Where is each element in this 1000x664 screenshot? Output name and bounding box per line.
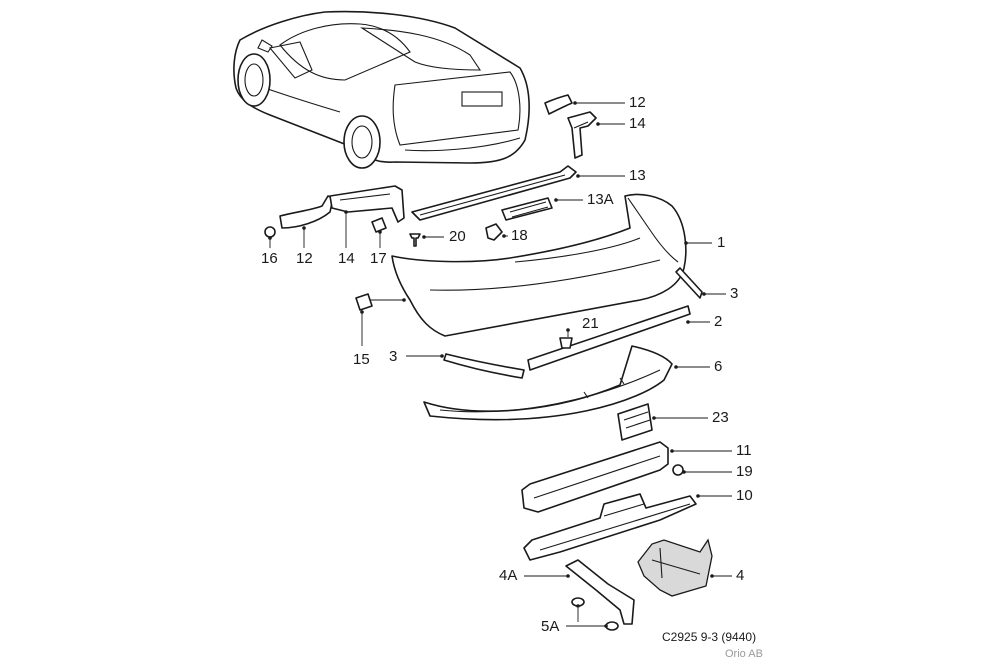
callout-13: 13 xyxy=(629,167,646,184)
callout-10: 10 xyxy=(736,487,753,504)
callout-18: 18 xyxy=(511,227,528,244)
callout-3-left: 3 xyxy=(389,348,398,365)
callout-2: 2 xyxy=(714,313,723,330)
callout-14-right: 14 xyxy=(629,115,646,132)
callout-6: 6 xyxy=(714,358,723,375)
callout-23: 23 xyxy=(712,409,729,426)
callout-4: 4 xyxy=(736,567,745,584)
callout-4a: 4A xyxy=(499,567,518,584)
leader-lines xyxy=(268,101,732,628)
callout-19: 19 xyxy=(736,463,753,480)
callout-12-left: 12 xyxy=(296,250,313,267)
callout-20: 20 xyxy=(449,228,466,245)
callout-3-right: 3 xyxy=(730,285,739,302)
callout-17: 17 xyxy=(370,250,387,267)
callout-14-left: 14 xyxy=(338,250,355,267)
callout-12-right: 12 xyxy=(629,94,646,111)
callout-16: 16 xyxy=(261,250,278,267)
callout-15: 15 xyxy=(353,351,370,368)
callout-13a: 13A xyxy=(587,191,614,208)
drawing-reference-code: C2925 9-3 (9440) xyxy=(662,630,757,644)
copyright-notice: Orio AB xyxy=(725,648,763,660)
car-illustration xyxy=(233,10,530,169)
callout-1: 1 xyxy=(717,234,726,251)
callout-11: 11 xyxy=(736,442,752,459)
callout-21: 21 xyxy=(582,315,599,332)
callout-5a: 5A xyxy=(541,618,560,635)
